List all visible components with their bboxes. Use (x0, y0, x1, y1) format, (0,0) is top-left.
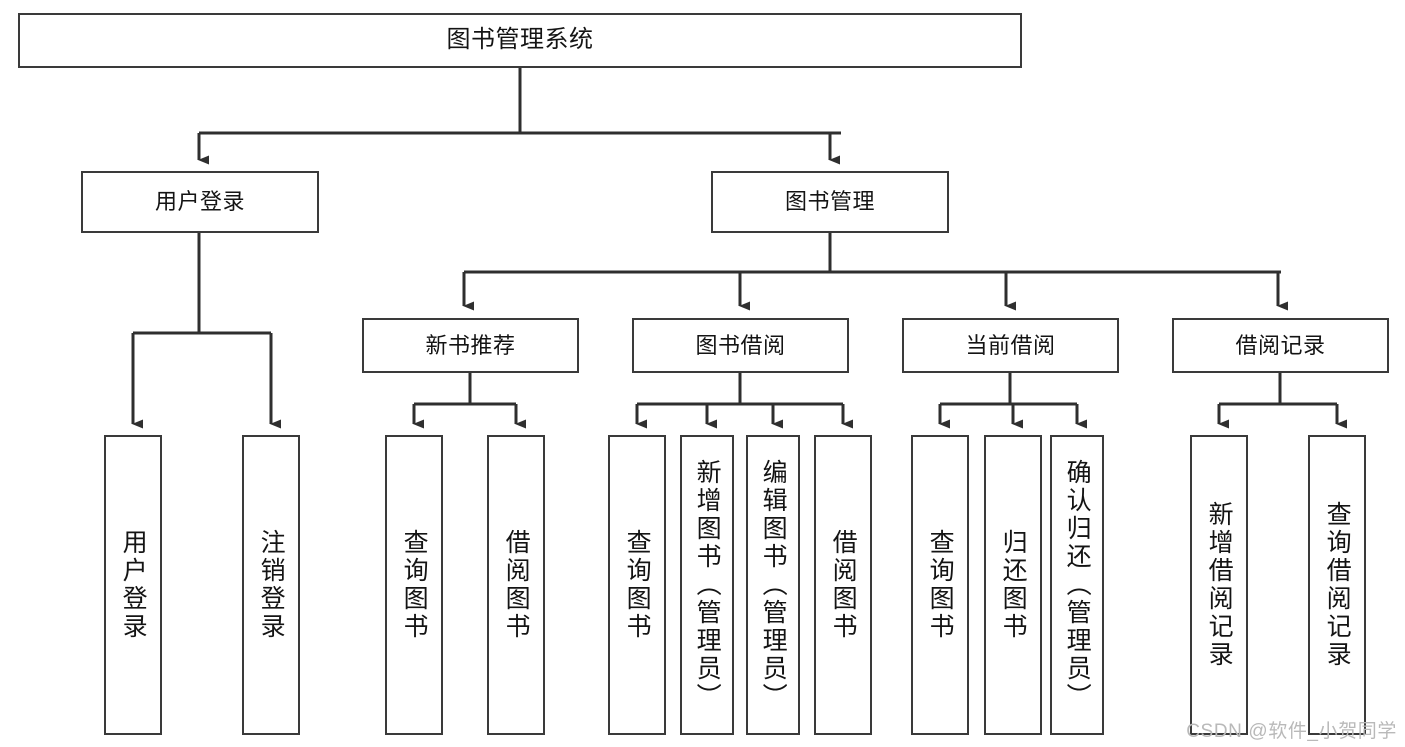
node-leaf-bb-query[interactable]: 查询图书 (608, 435, 666, 735)
node-leaf-rec-query-label: 查询图书 (400, 529, 429, 641)
node-new-book-rec[interactable]: 新书推荐 (362, 318, 579, 373)
node-borrow-record-label: 借阅记录 (1235, 332, 1326, 358)
node-root-label: 图书管理系统 (446, 26, 594, 54)
node-borrow-record[interactable]: 借阅记录 (1172, 318, 1389, 373)
node-book-manage-label: 图书管理 (784, 189, 875, 215)
node-leaf-bb-add[interactable]: 新增图书（管理员） (680, 435, 734, 735)
node-new-book-rec-label: 新书推荐 (425, 332, 516, 358)
node-leaf-cb-return[interactable]: 归还图书 (984, 435, 1042, 735)
node-leaf-rec-query[interactable]: 查询图书 (385, 435, 443, 735)
node-leaf-bb-edit[interactable]: 编辑图书（管理员） (746, 435, 800, 735)
node-leaf-user-login[interactable]: 用户登录 (104, 435, 162, 735)
node-leaf-user-login-label: 用户登录 (119, 529, 148, 641)
node-leaf-bb-borrow-label: 借阅图书 (829, 529, 858, 641)
node-leaf-bb-borrow[interactable]: 借阅图书 (814, 435, 872, 735)
node-leaf-br-query-label: 查询借阅记录 (1323, 501, 1352, 669)
node-book-borrow[interactable]: 图书借阅 (632, 318, 849, 373)
node-leaf-rec-borrow-label: 借阅图书 (502, 529, 531, 641)
node-user-login[interactable]: 用户登录 (81, 171, 319, 233)
node-leaf-cb-return-label: 归还图书 (999, 529, 1028, 641)
node-current-borrow[interactable]: 当前借阅 (902, 318, 1119, 373)
csdn-watermark: CSDN @软件_小贺同学 (1186, 721, 1397, 742)
node-leaf-cb-query[interactable]: 查询图书 (911, 435, 969, 735)
node-leaf-br-add[interactable]: 新增借阅记录 (1190, 435, 1248, 735)
node-leaf-cb-confirm[interactable]: 确认归还（管理员） (1050, 435, 1104, 735)
node-leaf-rec-borrow[interactable]: 借阅图书 (487, 435, 545, 735)
node-leaf-user-logout-label: 注销登录 (257, 529, 286, 641)
node-current-borrow-label: 当前借阅 (965, 332, 1056, 358)
node-leaf-bb-query-label: 查询图书 (623, 529, 652, 641)
node-leaf-user-logout[interactable]: 注销登录 (242, 435, 300, 735)
node-leaf-bb-add-label: 新增图书（管理员） (693, 459, 722, 711)
node-book-manage[interactable]: 图书管理 (711, 171, 949, 233)
node-user-login-label: 用户登录 (154, 189, 245, 215)
node-leaf-br-query[interactable]: 查询借阅记录 (1308, 435, 1366, 735)
node-leaf-br-add-label: 新增借阅记录 (1205, 501, 1234, 669)
node-book-borrow-label: 图书借阅 (695, 332, 786, 358)
node-root[interactable]: 图书管理系统 (18, 13, 1022, 68)
node-leaf-bb-edit-label: 编辑图书（管理员） (759, 459, 788, 711)
node-leaf-cb-query-label: 查询图书 (926, 529, 955, 641)
node-leaf-cb-confirm-label: 确认归还（管理员） (1063, 459, 1092, 711)
